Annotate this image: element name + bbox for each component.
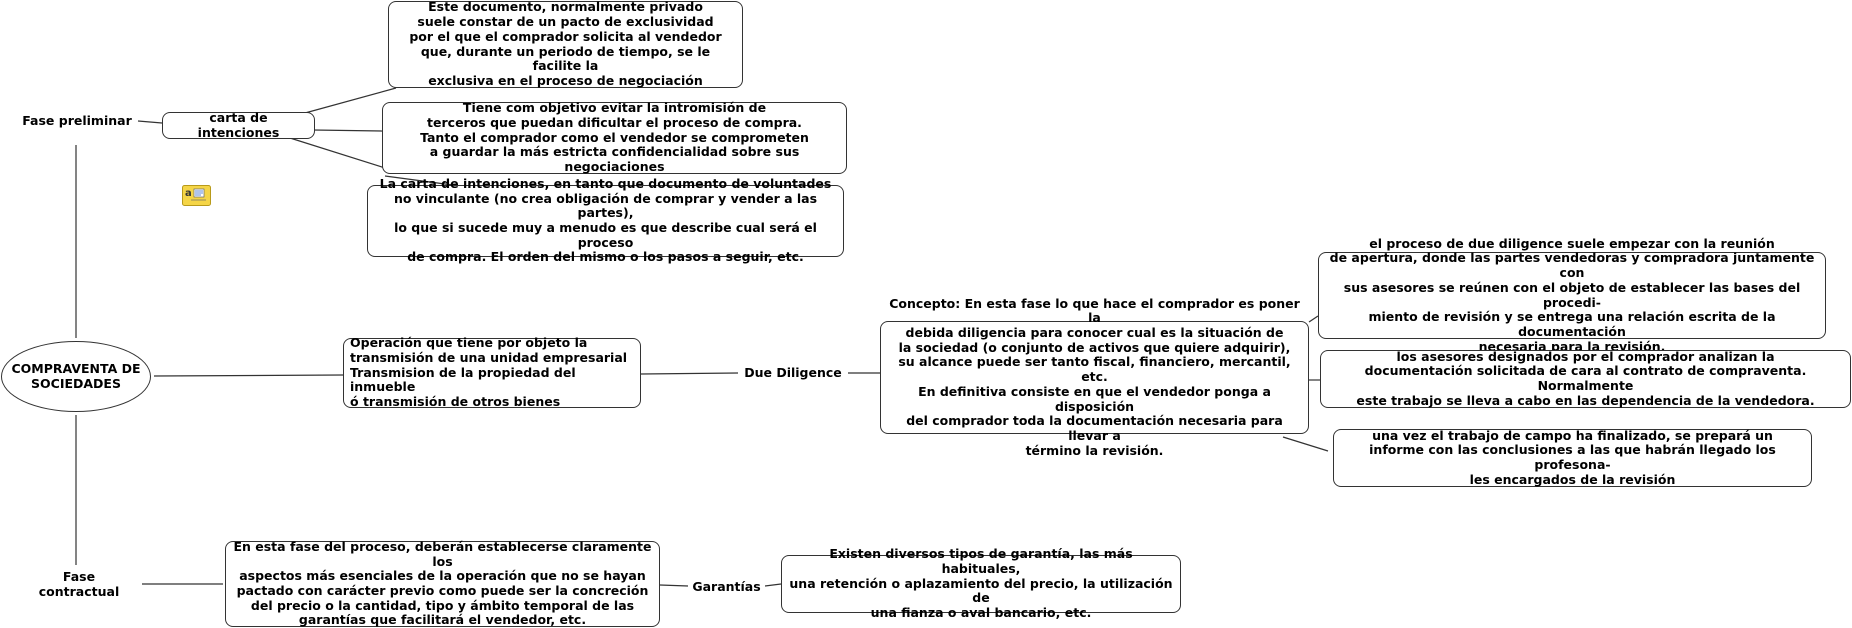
due-diligence-node[interactable]: Due Diligence [738, 362, 848, 384]
link-garantias-desc [764, 583, 782, 587]
link-carta-desc3-b [384, 175, 461, 187]
carta-desc-no-vinculante[interactable]: La carta de intenciones, en tanto que do… [367, 176, 844, 264]
carta-desc-exclusividad[interactable]: Este documento, normalmente privado suel… [388, 0, 743, 88]
note-icon[interactable]: a [182, 185, 211, 206]
garantias-desc-node[interactable]: Existen diversos tipos de garantía, las … [781, 546, 1181, 620]
link-root-operacion [153, 374, 344, 377]
dd-informe-conclusiones[interactable]: una vez el trabajo de campo ha finalizad… [1333, 428, 1812, 487]
garantias-node[interactable]: Garantías [688, 576, 765, 598]
operacion-node[interactable]: Operación que tiene por objeto la transm… [343, 335, 641, 409]
svg-text:a: a [185, 188, 192, 199]
link-carta-desc2 [312, 129, 383, 132]
concepto-node[interactable]: Concepto: En esta fase lo que hace el co… [880, 296, 1309, 458]
dd-reunion-apertura[interactable]: el proceso de due diligence suele empeza… [1318, 236, 1826, 353]
carta-desc-confidencialidad[interactable]: Tiene com objetivo evitar la intromisión… [382, 100, 847, 174]
contractual-desc-node[interactable]: En esta fase del proceso, deberán establ… [225, 539, 660, 627]
fase-contractual-node[interactable]: Fase contractual [18, 569, 140, 599]
link-carta-desc1 [304, 87, 397, 114]
link-concepto-dd1 [1308, 315, 1319, 323]
root-node[interactable]: COMPRAVENTA DE SOCIEDADES [1, 341, 151, 412]
link-preliminar-carta [137, 120, 163, 124]
link-desc-garantias [659, 584, 689, 587]
carta-intenciones-node[interactable]: carta de intenciones [162, 110, 315, 139]
link-operacion-due [640, 372, 739, 375]
link-concepto-dd3 [1282, 436, 1329, 452]
link-carta-desc3 [289, 137, 386, 169]
dd-analisis-asesores[interactable]: los asesores designados por el comprador… [1320, 349, 1851, 408]
fase-preliminar-node[interactable]: Fase preliminar [18, 110, 136, 132]
